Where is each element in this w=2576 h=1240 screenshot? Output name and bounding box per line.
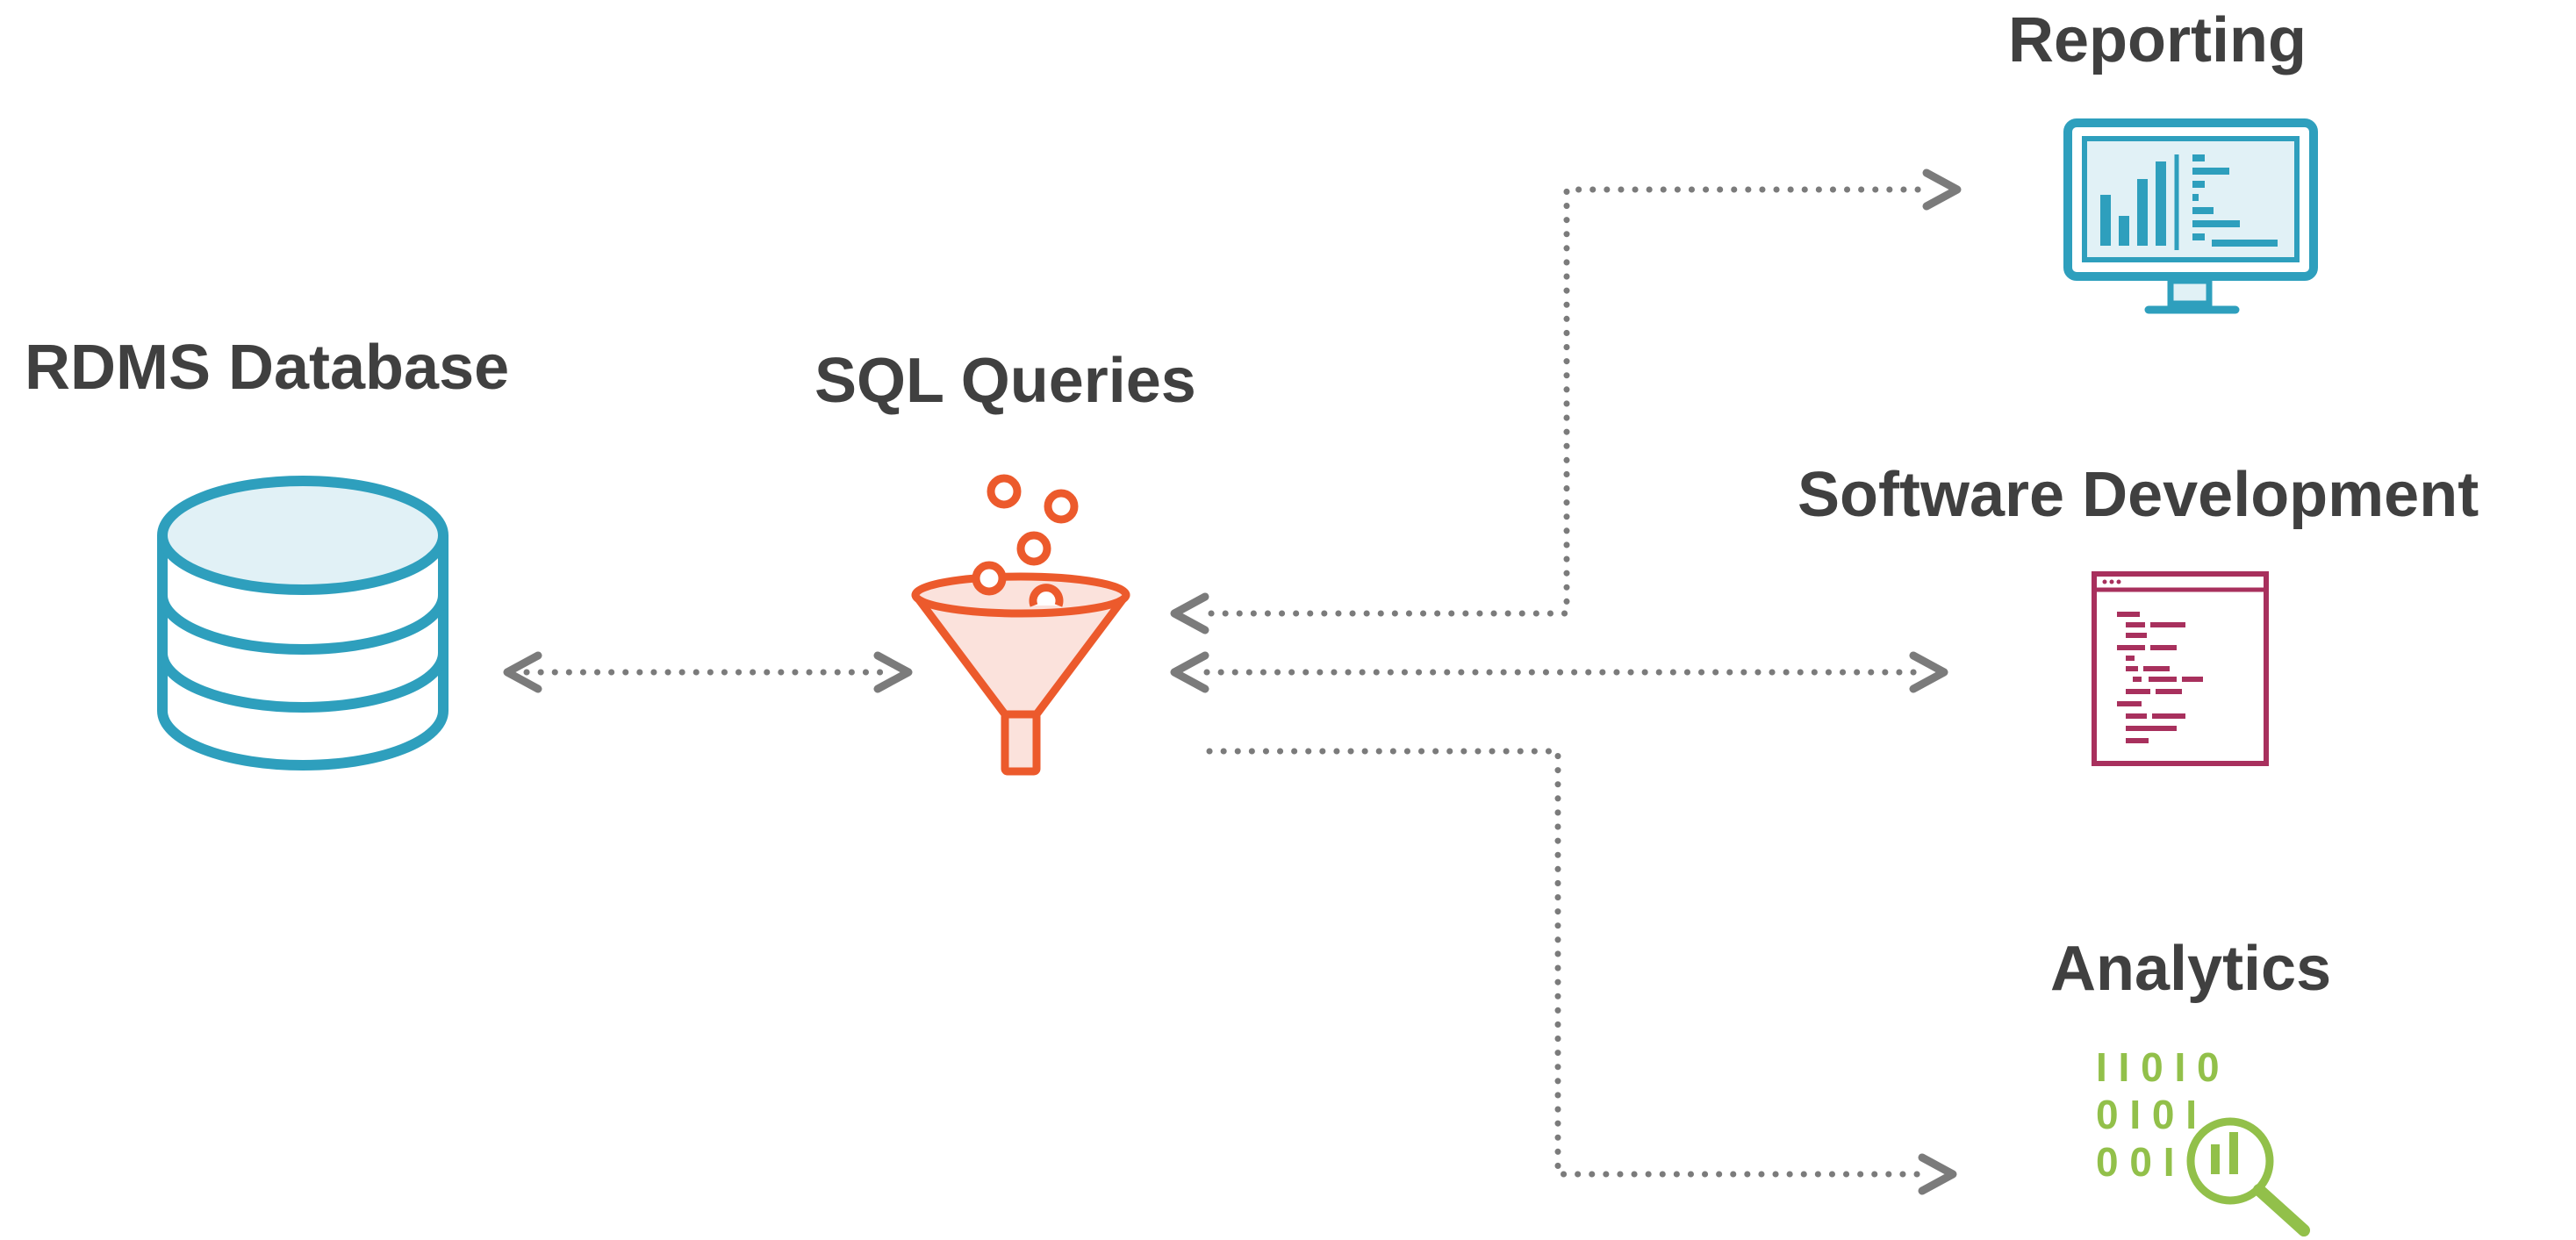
arrow-left-icon — [503, 651, 542, 693]
connector-sql-software — [1170, 651, 1948, 693]
connector-database-sql — [503, 651, 913, 693]
arrow-left-icon — [1170, 651, 1209, 693]
reporting-label: Reporting — [2008, 5, 2307, 75]
monitor-chart-icon — [2063, 118, 2318, 314]
sql-queries-label: SQL Queries — [814, 346, 1196, 416]
arrow-right-icon — [1909, 651, 1948, 693]
software-development-label: Software Development — [1797, 460, 2479, 530]
magnifier-icon — [2186, 1117, 2310, 1236]
binary-row-2: 0 I 0 I — [2096, 1092, 2197, 1137]
arrow-right-icon — [873, 651, 913, 693]
connector-reporting-sql — [1170, 168, 1962, 634]
code-window-icon — [2092, 571, 2269, 766]
arrow-right-icon — [1922, 168, 1962, 211]
database-label: RDMS Database — [25, 333, 510, 403]
arrow-left-icon — [1170, 592, 1209, 634]
database-icon — [157, 476, 448, 771]
connector-sql-analytics — [1206, 748, 1957, 1195]
funnel-icon — [911, 474, 1130, 776]
analytics-label: Analytics — [2050, 934, 2332, 1004]
arrow-right-icon — [1918, 1153, 1957, 1195]
binary-search-icon: I I 0 I 0 0 I 0 I 0 0 I — [2096, 1044, 2310, 1236]
binary-row-3: 0 0 I — [2096, 1139, 2175, 1185]
binary-row-1: I I 0 I 0 — [2096, 1044, 2220, 1090]
